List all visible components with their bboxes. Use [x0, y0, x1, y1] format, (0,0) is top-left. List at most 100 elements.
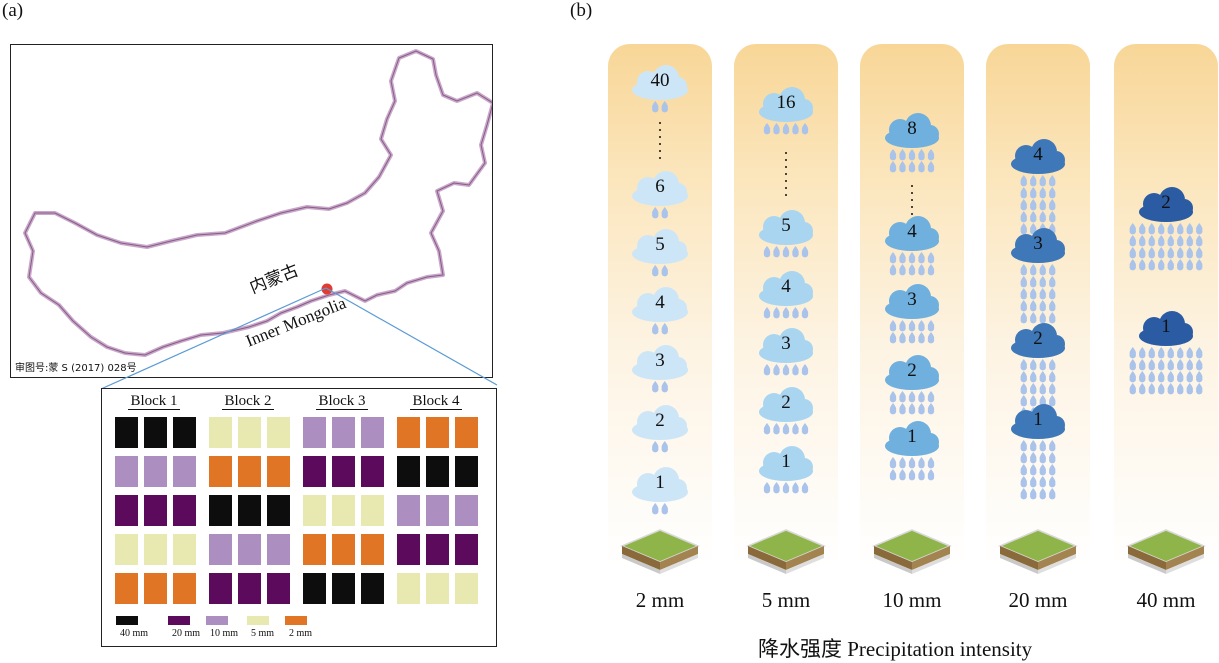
- rain-cloud-icon: [885, 284, 939, 319]
- rain-cloud-icon: [632, 345, 688, 380]
- plot-cell: [397, 456, 420, 487]
- rain-drop: [908, 332, 916, 344]
- rain-drop: [1139, 371, 1146, 383]
- rain-drop: [1158, 223, 1165, 235]
- plot-cell: [173, 417, 196, 448]
- rain-drop: [1030, 276, 1037, 288]
- rain-drop: [801, 423, 809, 435]
- cloud-part: [1047, 151, 1065, 169]
- rain-drop: [1049, 300, 1056, 312]
- plot-cell: [209, 495, 232, 526]
- event-number: 1: [655, 472, 665, 493]
- rain-drop: [1039, 395, 1046, 407]
- rain-drop: [792, 482, 799, 494]
- rain-drop: [1049, 312, 1056, 324]
- rain-drop: [899, 332, 906, 344]
- plot-cell: [115, 534, 138, 565]
- rain-drop: [908, 457, 916, 469]
- rain-drop: [1030, 371, 1037, 383]
- event-number: 1: [1033, 409, 1043, 430]
- rain-drop: [1196, 235, 1203, 247]
- rain-drop: [1186, 371, 1193, 383]
- plot-cell: [455, 534, 478, 565]
- rain-drop: [1148, 235, 1155, 247]
- rain-drop: [1030, 440, 1037, 452]
- plot-cell: [173, 573, 196, 604]
- cloud-part: [795, 458, 813, 476]
- event-number: 3: [781, 333, 791, 354]
- block-header-label: Block 3: [316, 393, 368, 410]
- plot-cell: [209, 417, 232, 448]
- cloud-part: [669, 241, 687, 259]
- block-header-label: Block 1: [128, 393, 180, 410]
- event-number: 1: [1161, 316, 1171, 337]
- plot-cell: [209, 456, 232, 487]
- rain-drop: [1186, 223, 1193, 235]
- rain-drop: [1030, 312, 1037, 324]
- rain-cloud-icon: [885, 113, 939, 148]
- rain-drop: [908, 161, 916, 173]
- rain-drop: [1020, 452, 1027, 464]
- rain-drop: [763, 123, 771, 135]
- inner-mongolia-map: [23, 49, 492, 357]
- rain-drop: [927, 332, 935, 344]
- legend-swatch: [285, 616, 307, 625]
- rain-drop: [1148, 383, 1155, 395]
- cloud-part: [1175, 199, 1193, 217]
- cloud-part: [669, 77, 687, 95]
- plot-cell: [332, 534, 355, 565]
- rain-drop: [908, 403, 916, 415]
- rain-drop: [1039, 199, 1046, 211]
- intensity-label: 10 mm: [882, 588, 942, 612]
- rain-drop: [763, 307, 771, 319]
- rain-drop: [1139, 383, 1146, 395]
- rain-drop: [1196, 371, 1203, 383]
- rain-drop: [1030, 395, 1037, 407]
- rain-drop: [1196, 223, 1203, 235]
- rain-drop: [1039, 383, 1046, 395]
- rain-drop: [1049, 464, 1056, 476]
- rain-drop: [1039, 288, 1046, 300]
- rain-drop: [899, 469, 906, 481]
- cloud-part: [1047, 416, 1065, 434]
- rain-drop: [1030, 211, 1037, 223]
- rain-drop: [908, 391, 916, 403]
- rain-drop: [1039, 211, 1046, 223]
- plot-cell: [397, 573, 420, 604]
- event-number: 4: [781, 276, 791, 297]
- rain-drop: [918, 252, 925, 264]
- rain-drop: [1129, 247, 1136, 259]
- rain-drop: [908, 469, 916, 481]
- rain-drop: [889, 403, 897, 415]
- cloud-part: [1175, 323, 1193, 341]
- event-number: 1: [907, 426, 917, 447]
- rain-drop: [1039, 312, 1046, 324]
- rain-drop: [652, 381, 659, 393]
- cloud-part: [795, 340, 813, 358]
- rain-drop: [1049, 395, 1056, 407]
- plot-cell: [361, 495, 384, 526]
- clouds-svg: [632, 65, 688, 515]
- rain-drop: [927, 161, 935, 173]
- rain-drop: [1177, 371, 1184, 383]
- rain-drop: [1148, 247, 1155, 259]
- rain-drop: [1196, 359, 1203, 371]
- rain-drop: [1177, 235, 1184, 247]
- rain-drop: [782, 123, 790, 135]
- rain-drop: [1196, 347, 1203, 359]
- rain-drop: [1148, 371, 1155, 383]
- rain-drop: [652, 101, 659, 113]
- rain-drop: [899, 403, 906, 415]
- intensity-label: 2 mm: [635, 588, 685, 612]
- rain-drop: [1049, 488, 1056, 500]
- rain-drop: [1129, 347, 1136, 359]
- rain-cloud-icon: [632, 171, 688, 206]
- cloud-part: [921, 433, 939, 451]
- plot-cell: [267, 417, 290, 448]
- rain-drop: [801, 123, 809, 135]
- rain-drop: [1167, 259, 1174, 271]
- cloud-part: [1047, 335, 1065, 353]
- plot-cell: [238, 495, 261, 526]
- plot-cell: [238, 456, 261, 487]
